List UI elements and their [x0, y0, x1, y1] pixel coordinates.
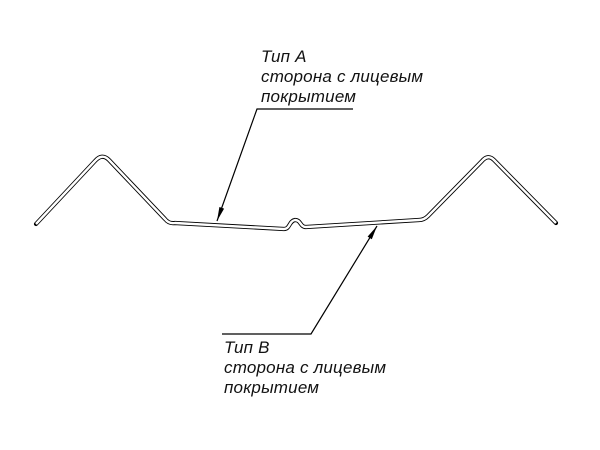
sheet-profile-outline	[36, 157, 556, 229]
label-type-b-line1: сторона с лицевым	[224, 358, 387, 377]
arrowhead-type-a	[217, 207, 225, 221]
label-type-a: Тип А сторона с лицевым покрытием	[261, 47, 423, 107]
label-type-a-line2: покрытием	[261, 87, 357, 106]
label-type-b-title: Тип В	[224, 338, 270, 357]
label-type-a-line1: сторона с лицевым	[261, 67, 424, 86]
label-type-a-title: Тип А	[261, 47, 307, 66]
leader-line-type-a	[216, 108, 353, 222]
label-type-b: Тип В сторона с лицевым покрытием	[224, 338, 386, 398]
arrowhead-type-b	[367, 226, 377, 240]
label-type-b-line2: покрытием	[224, 378, 320, 397]
leader-line-type-b	[222, 225, 378, 335]
